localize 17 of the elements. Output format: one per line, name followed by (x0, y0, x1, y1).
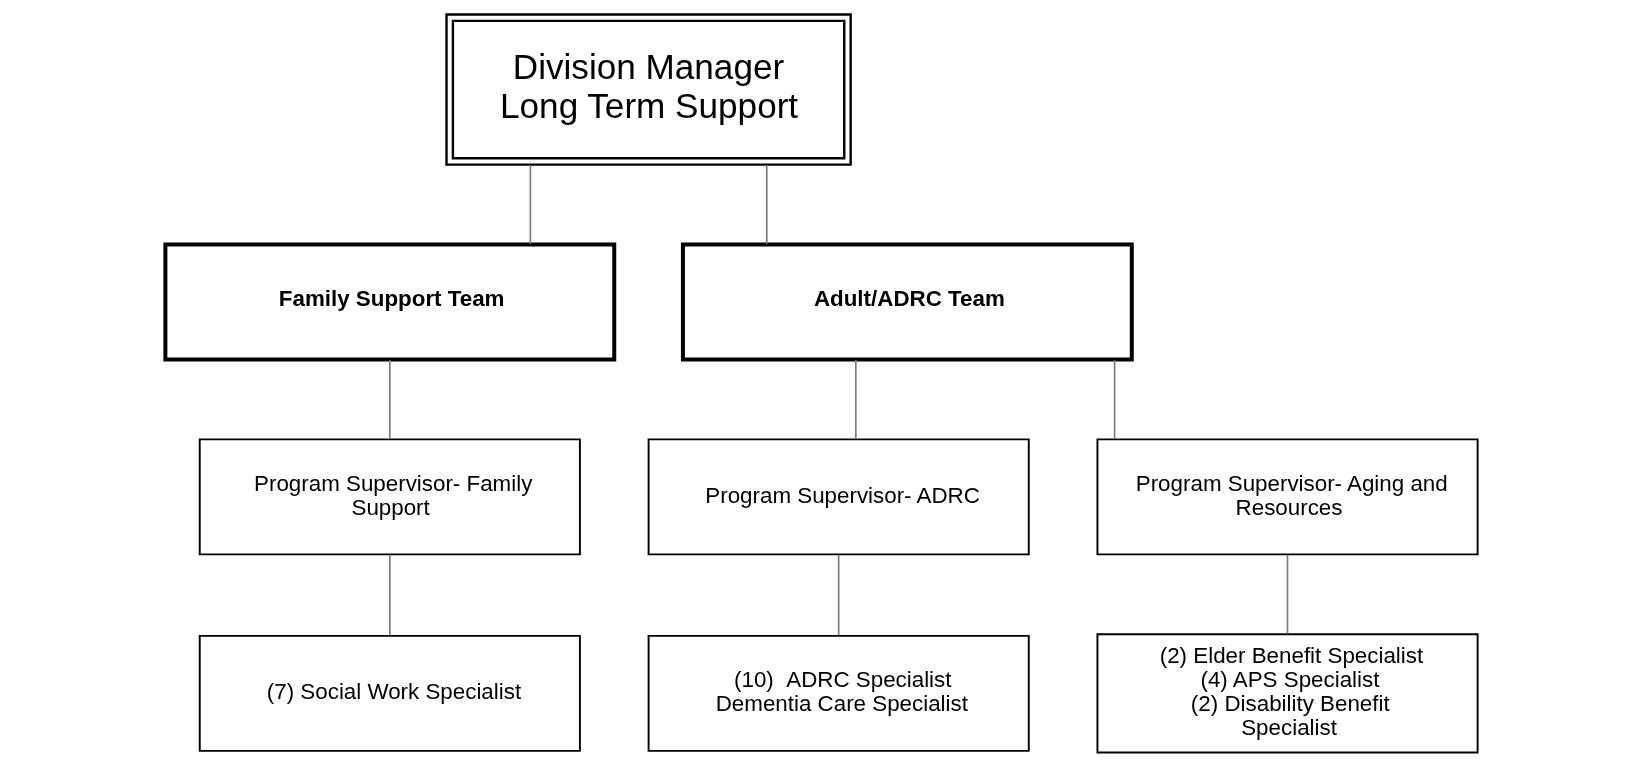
node-box: Program Supervisor- ADRC (647, 438, 1030, 556)
node-box: Division Manager Long Term Support (444, 13, 852, 166)
node-box: Adult/ADRC Team (680, 242, 1134, 362)
node-box: Program Supervisor- Family Support (198, 438, 581, 556)
node-box: (10) ADRC Specialist Dementia Care Specialist (647, 634, 1030, 752)
node-box: Program Supervisor- Aging and Resources (1096, 438, 1479, 556)
connector (1113, 359, 1115, 440)
connector (388, 554, 391, 637)
connector (765, 164, 768, 245)
connector (837, 554, 839, 637)
connector (1286, 554, 1288, 635)
node-box: (2) Elder Benefit Specialist (4) APS Specialist (2) Disability Benefit Specialist (1096, 633, 1479, 754)
connector (854, 359, 857, 440)
connector (388, 359, 391, 440)
node-box: Family Support Team (162, 242, 616, 362)
node-box: (7) Social Work Specialist (198, 634, 581, 752)
connector (529, 164, 531, 245)
